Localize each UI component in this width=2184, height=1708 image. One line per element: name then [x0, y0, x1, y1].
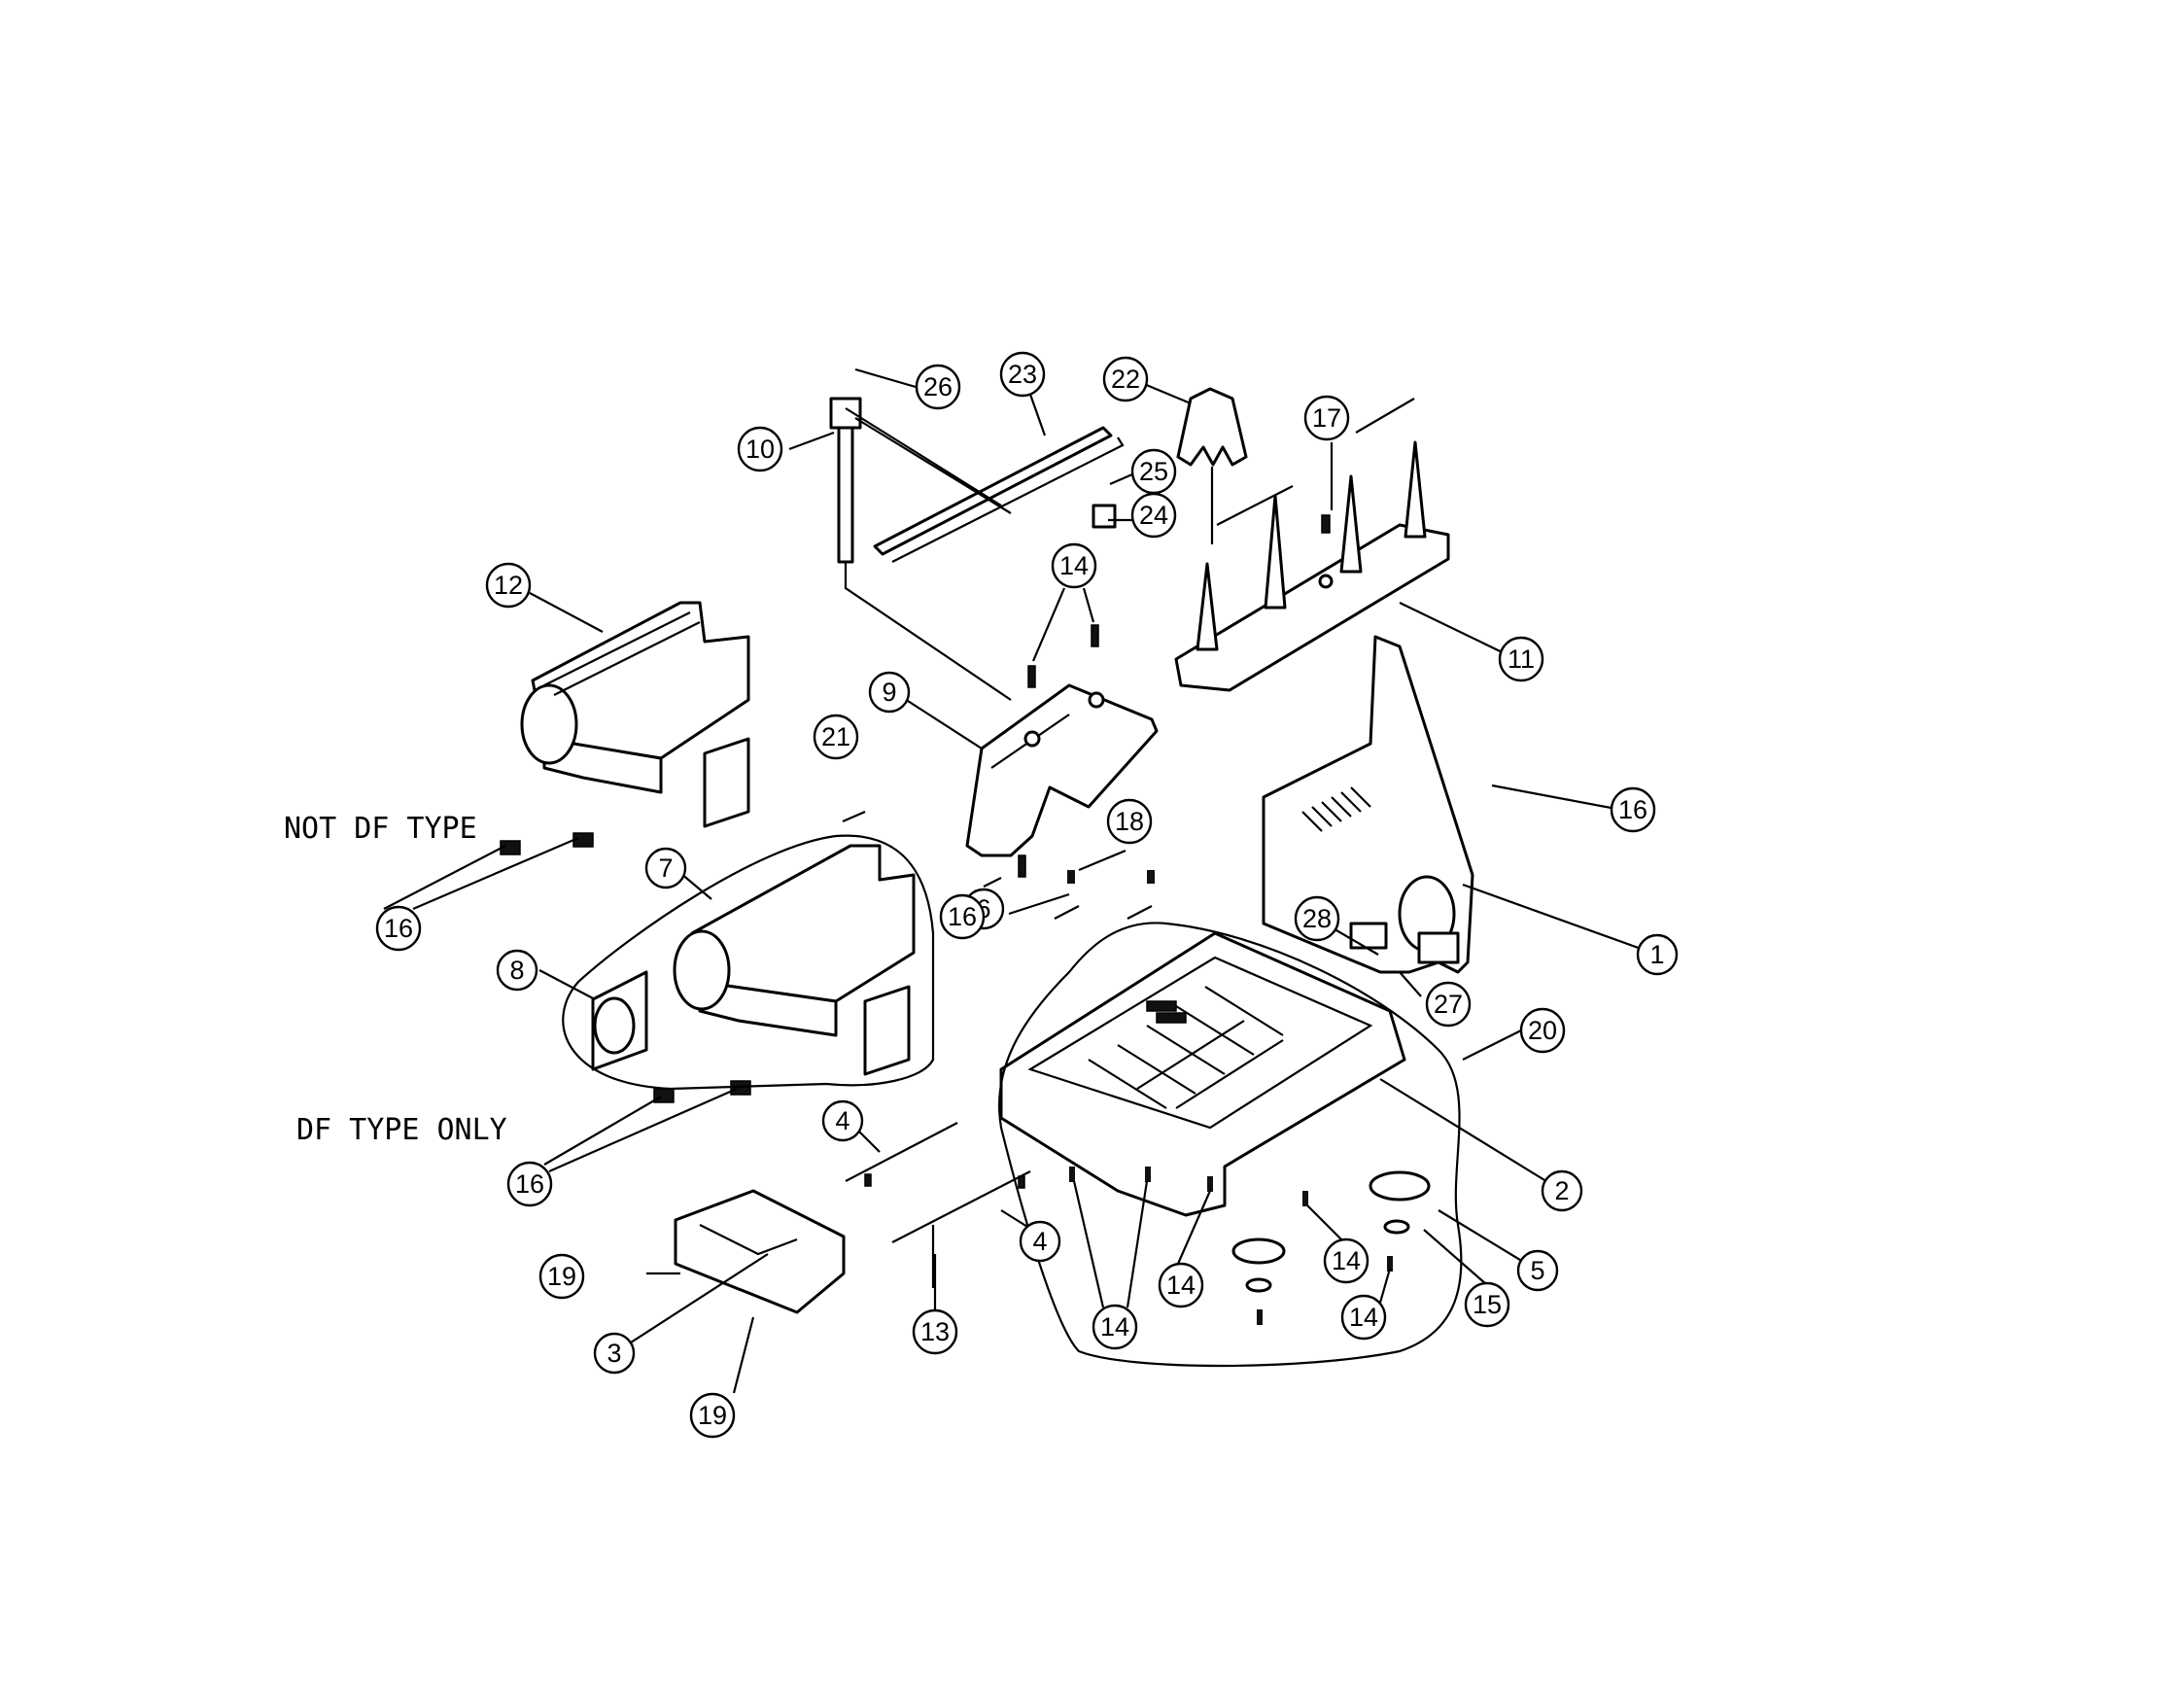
svg-text:21: 21 — [821, 722, 850, 751]
callout-21: 21 — [813, 714, 859, 760]
callout-25: 25 — [1130, 448, 1177, 495]
svg-text:15: 15 — [1473, 1290, 1502, 1319]
svg-text:17: 17 — [1312, 403, 1341, 433]
svg-text:16: 16 — [515, 1169, 544, 1199]
callout-4-lower: 4 — [1019, 1220, 1061, 1263]
callout-16-not-df: 16 — [375, 905, 422, 952]
callout-10: 10 — [737, 426, 783, 472]
svg-text:19: 19 — [698, 1401, 727, 1430]
svg-text:20: 20 — [1528, 1016, 1557, 1045]
svg-text:1: 1 — [1649, 940, 1664, 969]
callout-14-top: 14 — [1051, 542, 1097, 589]
callout-19-upper: 19 — [538, 1253, 585, 1300]
svg-text:28: 28 — [1302, 904, 1332, 933]
callout-22: 22 — [1102, 356, 1149, 402]
spool-pin-base — [1174, 398, 1450, 692]
base-assembly — [998, 870, 1463, 1368]
callout-7: 7 — [644, 847, 687, 889]
svg-text:9: 9 — [882, 678, 896, 707]
callout-16-df: 16 — [506, 1161, 553, 1207]
callout-1: 1 — [1636, 933, 1679, 976]
callout-17: 17 — [1303, 395, 1350, 441]
callout-5: 5 — [1516, 1249, 1559, 1292]
svg-text:13: 13 — [920, 1317, 950, 1346]
svg-text:7: 7 — [658, 854, 673, 883]
callout-23: 23 — [999, 351, 1046, 398]
callout-16-right: 16 — [1610, 786, 1656, 833]
callout-3: 3 — [593, 1332, 636, 1375]
svg-text:4: 4 — [1032, 1227, 1047, 1256]
screw-leaders — [383, 587, 1392, 1308]
callout-27: 27 — [1425, 981, 1472, 1028]
svg-text:27: 27 — [1434, 990, 1463, 1019]
svg-text:23: 23 — [1008, 360, 1037, 389]
svg-text:2: 2 — [1554, 1176, 1569, 1205]
svg-text:19: 19 — [547, 1262, 576, 1291]
svg-text:26: 26 — [923, 372, 953, 401]
svg-text:25: 25 — [1139, 457, 1168, 486]
svg-text:5: 5 — [1530, 1256, 1544, 1285]
callout-20: 20 — [1519, 1007, 1566, 1054]
svg-text:14: 14 — [1100, 1312, 1129, 1342]
svg-text:14: 14 — [1332, 1246, 1361, 1275]
callout-26: 26 — [915, 364, 961, 410]
motor-cover-not-df — [500, 601, 750, 855]
callout-14-bottom-right-b: 14 — [1340, 1294, 1387, 1341]
svg-text:14: 14 — [1166, 1271, 1196, 1300]
motor-cover-df — [562, 834, 935, 1103]
callout-14-bottom-right-a: 14 — [1323, 1237, 1369, 1284]
callout-8: 8 — [496, 949, 538, 992]
svg-text:14: 14 — [1349, 1303, 1378, 1332]
side-cover — [1262, 635, 1474, 974]
svg-text:22: 22 — [1111, 365, 1140, 394]
spool-cap — [1176, 387, 1248, 544]
callout-13: 13 — [912, 1308, 958, 1355]
callout-24: 24 — [1130, 492, 1177, 539]
svg-text:11: 11 — [1508, 645, 1535, 674]
svg-text:12: 12 — [494, 571, 523, 600]
note-df-type-only: DF TYPE ONLY — [296, 1113, 507, 1147]
svg-text:10: 10 — [745, 435, 775, 464]
callout-12: 12 — [485, 562, 532, 609]
svg-text:4: 4 — [835, 1106, 849, 1135]
callout-14-bottom-mid: 14 — [1158, 1262, 1204, 1308]
callout-14-bottom-left: 14 — [1092, 1304, 1138, 1350]
callout-28: 28 — [1294, 895, 1340, 942]
svg-text:14: 14 — [1059, 551, 1089, 580]
callout-2: 2 — [1541, 1169, 1583, 1212]
callout-16-mid: 16 — [939, 893, 986, 940]
svg-text:18: 18 — [1115, 807, 1144, 836]
front-cover — [674, 1122, 1031, 1314]
svg-text:16: 16 — [948, 902, 977, 931]
svg-text:8: 8 — [509, 956, 524, 985]
svg-text:3: 3 — [607, 1339, 621, 1368]
callout-18: 18 — [1106, 798, 1153, 845]
callout-19-lower: 19 — [689, 1392, 736, 1439]
svg-text:16: 16 — [1618, 795, 1647, 824]
callout-11: 11 — [1498, 636, 1544, 682]
note-not-df-type: NOT DF TYPE — [284, 812, 477, 846]
callout-15: 15 — [1464, 1281, 1510, 1328]
callout-9: 9 — [868, 671, 911, 714]
svg-text:24: 24 — [1139, 501, 1168, 530]
top-cover-bracket — [965, 624, 1159, 878]
support-post-assembly — [829, 397, 1125, 701]
svg-text:16: 16 — [384, 914, 413, 943]
callout-4-upper: 4 — [821, 1099, 864, 1142]
